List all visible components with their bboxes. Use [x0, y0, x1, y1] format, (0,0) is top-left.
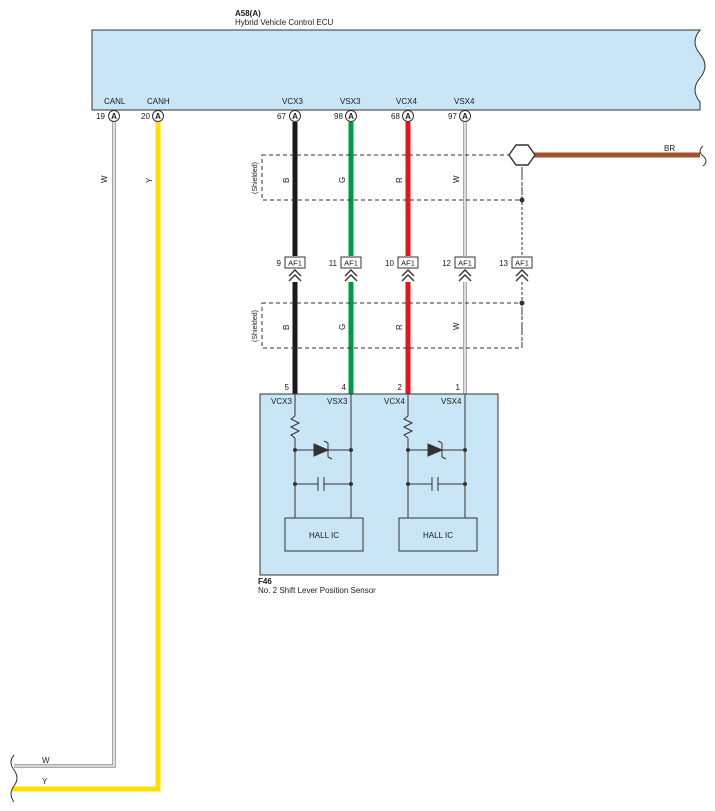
ecu-pin-label-vcx4: VCX4	[396, 97, 417, 106]
shield-label-lower: (Shielded)	[252, 310, 259, 342]
sensor-pin-label-vsx4: VSX4	[441, 397, 462, 406]
wire-code-vsx4-lower: W	[452, 322, 461, 330]
ground-node-icon	[508, 144, 536, 166]
junction-label: AF1	[288, 259, 302, 268]
hall-ic-label-right: HALL IC	[423, 531, 453, 540]
ecu-pin-circles	[108, 110, 471, 122]
wire-code-vsx4-upper: W	[452, 175, 461, 183]
drain-node	[519, 197, 525, 203]
ecu-conn-letter: A	[462, 112, 468, 121]
ecu-pin-label-canh: CANH	[147, 97, 170, 106]
junction-pin-9: 9	[277, 259, 282, 268]
junction-label: AF1	[401, 259, 415, 268]
sensor-pin-label-vcx4: VCX4	[384, 397, 405, 406]
shield-box-lower	[261, 302, 523, 349]
ecu-pin-num-20: 20	[141, 112, 150, 121]
wire-canh	[12, 122, 161, 792]
junction-pin-11: 11	[329, 259, 338, 268]
hall-ic-left	[284, 517, 364, 552]
ecu-pin-num-67: 67	[277, 112, 286, 121]
junction-pin-12: 12	[442, 259, 451, 268]
sensor-pin-num-1: 1	[456, 383, 461, 392]
ecu-conn-letter: A	[111, 112, 117, 121]
wire-code-vcx3-upper: B	[282, 178, 291, 183]
junction-label: AF1	[344, 259, 358, 268]
ecu-box	[91, 29, 706, 111]
sensor-pin-num-4: 4	[342, 383, 347, 392]
ecu-conn-letter: A	[292, 112, 298, 121]
wire-code-vcx3-lower: B	[282, 325, 291, 330]
hall-ic-label-left: HALL IC	[309, 531, 339, 540]
ecu-pin-label-vsx4: VSX4	[454, 97, 475, 106]
sensor-name: No. 2 Shift Lever Position Sensor	[258, 586, 376, 595]
shield-label-upper: (Shielded)	[252, 162, 259, 194]
wire-label-br: BR	[664, 144, 675, 153]
sensor-id: F46	[258, 577, 272, 586]
ecu-pin-num-19: 19	[96, 112, 105, 121]
wire-code-vsx3-upper: G	[338, 177, 347, 183]
wire-label-canl-bottom: W	[42, 756, 50, 765]
ecu-id: A58(A)	[235, 9, 261, 18]
shield-box-upper	[261, 154, 523, 201]
junction-label: AF1	[515, 259, 529, 268]
sensor-circuit-nodes-right	[406, 448, 467, 486]
ecu-conn-letter: A	[155, 112, 161, 121]
wire-label-canh-bottom: Y	[42, 777, 48, 786]
ecu-conn-letter: A	[405, 112, 411, 121]
junction-pin-13: 13	[499, 259, 508, 268]
hall-ic-right	[398, 517, 478, 552]
sensor-pin-label-vsx3: VSX3	[327, 397, 348, 406]
drain-node	[519, 300, 525, 306]
junction-pin-10: 10	[385, 259, 394, 268]
break-mark-left	[10, 754, 18, 803]
sensor-pin-num-2: 2	[398, 383, 403, 392]
ecu-pin-num-68: 68	[391, 112, 400, 121]
ecu-name: Hybrid Vehicle Control ECU	[235, 18, 333, 27]
ecu-conn-letter: A	[348, 112, 354, 121]
sensor-pin-label-vcx3: VCX3	[271, 397, 292, 406]
sensor-circuit-nodes-left	[293, 448, 353, 486]
break-mark-right	[699, 145, 707, 167]
ecu-pin-label-canl: CANL	[104, 97, 126, 106]
wire-label-canl: W	[100, 175, 109, 183]
wire-label-canh: Y	[145, 177, 154, 183]
junction-connectors	[284, 256, 533, 282]
ecu-pin-num-97: 97	[448, 112, 457, 121]
wire-code-vsx3-lower: G	[338, 324, 347, 330]
wire-code-vcx4-lower: R	[395, 324, 404, 330]
junction-label: AF1	[458, 259, 472, 268]
ecu-pin-num-98: 98	[334, 112, 343, 121]
sensor-pin-num-5: 5	[285, 383, 290, 392]
ecu-pin-label-vcx3: VCX3	[282, 97, 303, 106]
wire-code-vcx4-upper: R	[395, 177, 404, 183]
ecu-pin-label-vsx3: VSX3	[340, 97, 361, 106]
wire-canl	[14, 122, 116, 768]
